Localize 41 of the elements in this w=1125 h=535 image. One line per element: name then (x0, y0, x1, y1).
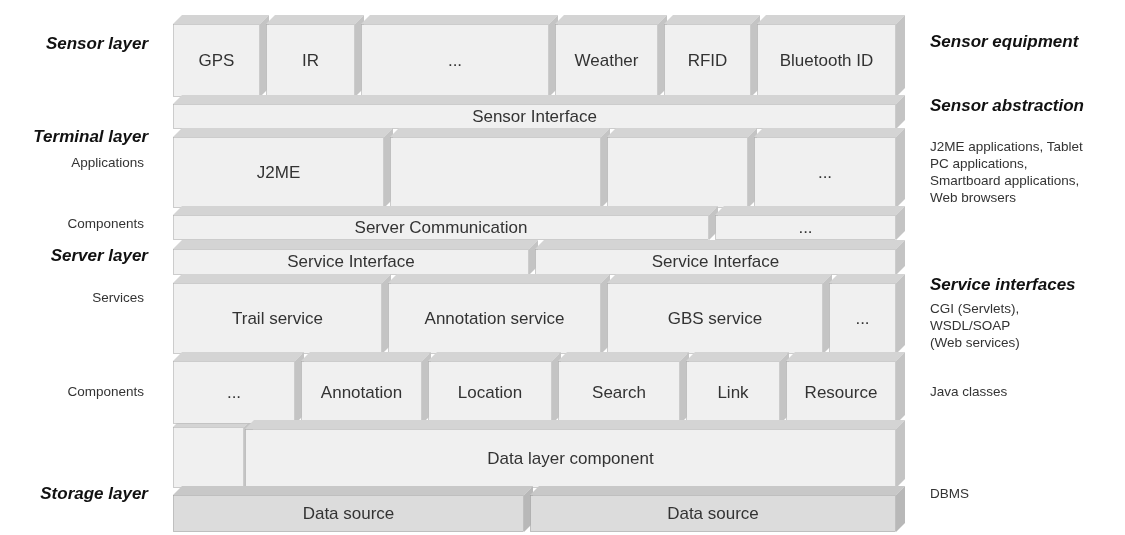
layer-heading: Sensor equipment (930, 33, 1080, 50)
side-note: Components (66, 383, 144, 400)
block-label: Data source (667, 503, 759, 524)
block-label: Bluetooth ID (779, 50, 874, 71)
side-note: CGI (Servlets), WSDL/SOAP (Web services) (930, 300, 1021, 351)
block-label: Data layer component (487, 448, 654, 469)
block-label: Sensor Interface (472, 106, 597, 127)
block-label: Resource (804, 382, 878, 403)
block-label: Link (717, 382, 749, 403)
side-note: Services (91, 289, 144, 306)
block-label: Trail service (232, 308, 323, 329)
block-label: Service Interface (287, 252, 415, 272)
block-label: ... (855, 308, 870, 329)
side-note: Applications (70, 154, 144, 171)
block-label: ... (817, 162, 833, 183)
block-label: GPS (198, 50, 235, 71)
block-label: RFID (687, 50, 728, 71)
block-label: Service Interface (651, 252, 780, 272)
block-label: Server Communication (354, 217, 528, 238)
block-label: Search (592, 382, 646, 403)
layer-heading: Service interfaces (930, 276, 1077, 293)
side-note: Components (66, 215, 144, 232)
layer-heading: Terminal layer (32, 128, 148, 145)
side-note: DBMS (930, 485, 970, 502)
block-label: J2ME (256, 162, 301, 183)
block-label: Annotation (320, 382, 403, 403)
block-label: ... (447, 50, 463, 71)
block-label: Data source (302, 503, 395, 524)
block-label: Annotation service (424, 308, 565, 329)
block-label: ... (798, 217, 813, 238)
block-label: ... (226, 382, 242, 403)
layer-heading: Storage layer (39, 485, 148, 502)
side-note: Java classes (930, 383, 1009, 400)
block-label: Weather (574, 50, 639, 71)
block-label: Location (457, 382, 523, 403)
layer-heading: Server layer (49, 247, 148, 264)
layer-heading: Sensor layer (44, 35, 148, 52)
side-note: J2ME applications, Tablet PC applications, Smartboard applications, Web browsers (930, 138, 1084, 206)
block-label: IR (302, 50, 319, 71)
layer-heading: Sensor abstraction (930, 97, 1085, 114)
block-label: GBS service (667, 308, 763, 329)
